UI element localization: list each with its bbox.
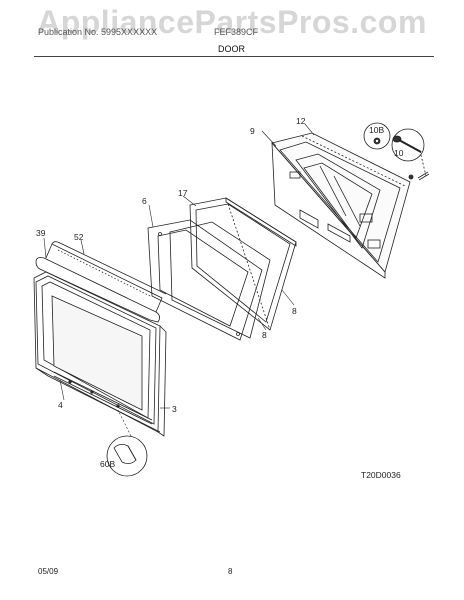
glass-pane [169,221,271,339]
footer-date: 05/09 [38,567,59,576]
publication-number: Publication No. 5995XXXXXX [38,27,158,37]
outer-door-panel [33,271,167,437]
inner-door-panel [271,132,411,279]
window-frame [147,219,263,341]
header-rule [34,56,434,57]
callout-39: 39 [36,228,46,238]
diagram-code: T20D0036 [361,470,401,480]
callout-12: 12 [296,116,306,126]
callout-9: 9 [250,126,255,136]
callout-10b: 10B [369,125,384,135]
door-screw [391,128,430,181]
callout-10: 10 [394,148,404,158]
callout-60b: 60B [100,459,115,469]
bolt-detail [106,435,148,477]
window-pack [189,197,297,331]
bottom-trim [53,371,153,425]
leader-lines [43,123,315,437]
callout-52: 52 [74,232,84,242]
footer-page-number: 8 [228,567,233,576]
door-washer [363,122,391,150]
door-handle [35,241,167,323]
callout-8-upper: 8 [292,306,297,316]
callout-6: 6 [142,196,147,206]
callout-17: 17 [178,188,188,198]
model-number: FEF389CF [214,27,259,37]
callout-4: 4 [58,400,63,410]
section-title: DOOR [218,44,245,54]
callout-3: 3 [172,404,177,414]
callout-8-lower: 8 [262,330,267,340]
